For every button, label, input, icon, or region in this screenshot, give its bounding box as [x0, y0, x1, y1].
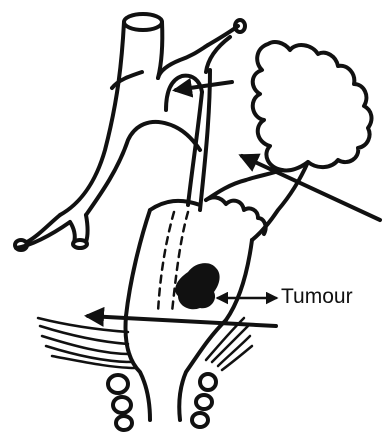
sigmoid-colon	[253, 42, 372, 171]
vessel-loop	[166, 76, 202, 110]
levator-ani-left	[38, 318, 136, 368]
dashed-line-left	[158, 212, 174, 312]
levator-arrow	[88, 316, 276, 326]
external-iliac-lower	[16, 222, 70, 248]
aorta-cut-end	[124, 14, 162, 30]
rectum-right-wall	[226, 240, 252, 320]
iliac-branch	[112, 72, 142, 88]
anal-canal-right	[179, 320, 226, 420]
sphincter-right	[192, 374, 216, 427]
internal-iliac-right	[86, 215, 88, 242]
left-iliac-outer	[60, 22, 124, 215]
vessel-upper-wall	[158, 45, 208, 78]
colon-bumps	[206, 197, 266, 234]
colon-to-rectum-upper	[206, 170, 282, 200]
internal-iliac-left	[70, 222, 75, 242]
rectum-left-wall	[126, 210, 150, 316]
tumour-mass	[175, 263, 219, 309]
vessel-arrow	[176, 82, 232, 90]
rectum-top	[150, 201, 200, 210]
internal-iliac-end	[73, 240, 87, 248]
sphincter-left	[108, 375, 132, 430]
tumour-label: Tumour	[281, 286, 353, 307]
